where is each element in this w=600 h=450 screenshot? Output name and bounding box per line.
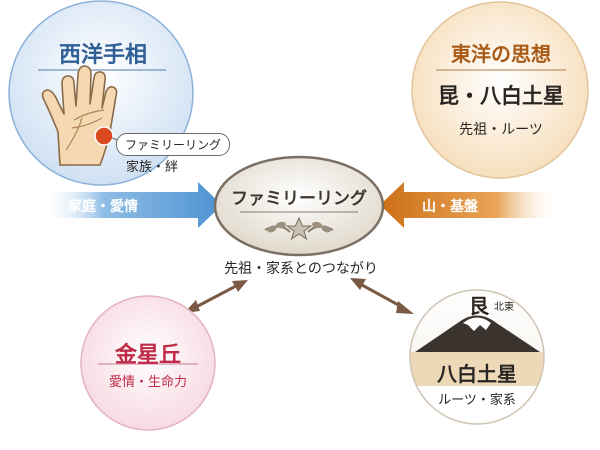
center-caption: 先祖・家系とのつながり <box>224 261 378 277</box>
left-arrow-label: 家庭・愛情 <box>68 199 138 215</box>
east-ancestors-roots-label: 先祖・ルーツ <box>459 122 543 138</box>
right-arrow <box>380 182 560 228</box>
left-double-arrow <box>184 280 248 313</box>
center-oval <box>213 155 385 257</box>
venus-mount-meaning: 愛情・生命力 <box>108 375 187 390</box>
northeast-direction-label: 北東 <box>494 302 514 313</box>
east-gon-hachihaku-label: 昆・八白土星 <box>438 84 564 108</box>
east-philosophy-title: 東洋の思想 <box>451 42 551 66</box>
mountain-snowcap <box>463 317 491 331</box>
family-ring-marker <box>94 126 114 146</box>
hachihaku-circle-fill <box>410 290 544 424</box>
mountain-shape <box>415 315 540 352</box>
hachihaku-title: 八白土星 <box>437 362 517 386</box>
hachihaku-circle <box>409 289 545 425</box>
hachihaku-meaning: ルーツ・家系 <box>438 393 516 408</box>
west-palmistry-title: 西洋手相 <box>58 43 147 68</box>
east-philosophy-circle <box>411 1 589 179</box>
venus-mount-circle <box>80 295 216 431</box>
right-double-arrow <box>350 278 414 314</box>
gon-kanji: 艮 <box>469 294 489 318</box>
right-arrow-label: 山・基盤 <box>422 199 478 215</box>
left-arrow <box>40 182 222 228</box>
center-family-ring-title: ファミリーリング <box>231 189 367 209</box>
laurel-star-emblem <box>264 216 334 241</box>
family-ring-callout: ファミリーリング <box>116 133 231 156</box>
family-ring-meaning: 家族・絆 <box>126 160 179 175</box>
venus-mount-title: 金星丘 <box>114 343 181 368</box>
